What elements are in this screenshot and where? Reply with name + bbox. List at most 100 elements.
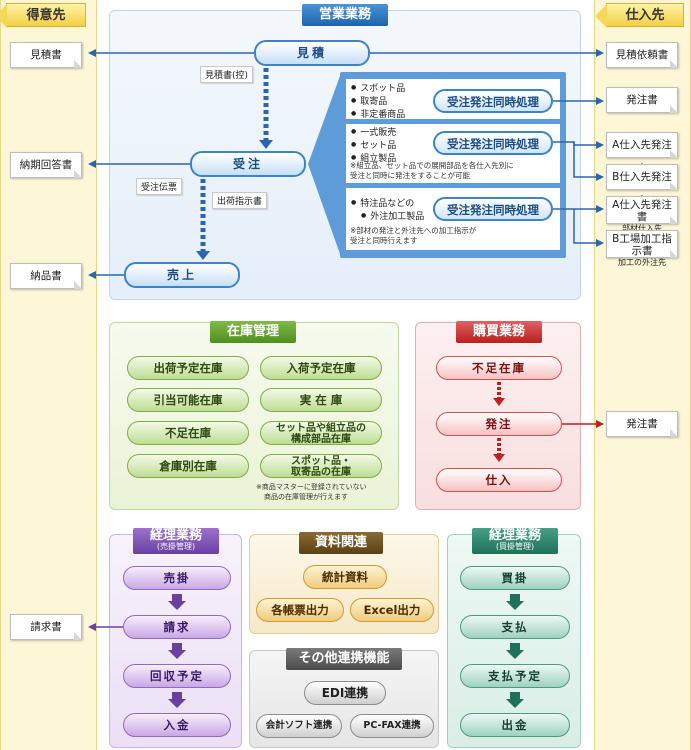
supplier-doc-po: 発注書 (606, 87, 678, 113)
customer-doc-invoice: 請求書 (10, 614, 82, 640)
flow-order-to-purchase-head (493, 454, 505, 462)
inventory-scheduled-arrival[interactable]: 入荷予定在庫 (260, 356, 382, 380)
set-parts-line: セット品や組立品の (276, 423, 366, 434)
accounting-ar-title: 経理業務 (売掛管理) (133, 528, 219, 554)
inventory-note: ※商品マスターに登録されていない 商品の在庫管理が行えます (256, 482, 367, 502)
customer-column-header: 得意先 (0, 3, 86, 28)
ap-withdrawal[interactable]: 出金 (460, 713, 570, 737)
ap-payment-plan[interactable]: 支払予定 (460, 664, 570, 688)
group3-note-line: 受注と同時行えます (350, 236, 418, 245)
inventory-scheduled-shipping[interactable]: 出荷予定在庫 (127, 356, 249, 380)
group3-items: 特注品などの 外注加工製品 (351, 197, 424, 223)
ap-arrow-2 (506, 643, 524, 659)
accounting-ap-subtitle: (買掛管理) (495, 542, 535, 551)
sync-button-3[interactable]: 受注発注同時処理 (433, 197, 553, 221)
group2-note-line: 受注と同時に発注をすることが可能 (350, 171, 470, 180)
accounting-ap-title: 経理業務 (買掛管理) (472, 528, 558, 554)
customer-doc-delivery-note: 納品書 (10, 263, 82, 289)
inventory-spot[interactable]: スポット品・ 取寄品の在庫 (260, 454, 382, 478)
ar-deposit[interactable]: 入金 (123, 713, 231, 737)
flow-shortage-to-order-head (493, 398, 505, 406)
purchasing-purchase[interactable]: 仕入 (436, 468, 562, 492)
estimate-button[interactable]: 見積 (254, 40, 370, 66)
factory-main: B工場加工指示書 (612, 233, 672, 257)
ap-arrow-3 (506, 692, 524, 708)
purchasing-order[interactable]: 発注 (436, 412, 562, 436)
group2-item: セット品 (351, 139, 396, 152)
customer-doc-delivery-reply: 納期回答書 (10, 152, 82, 178)
excel-output-button[interactable]: Excel出力 (350, 598, 434, 622)
sales-title: 営業業務 (302, 4, 388, 26)
order-slip-label: 受注伝票 (136, 178, 183, 195)
inventory-shortage[interactable]: 不足在庫 (127, 421, 249, 445)
sale-button[interactable]: 売上 (124, 262, 240, 288)
flow-estimate-to-order-head (259, 140, 273, 149)
set-parts-line: 構成部品在庫 (291, 434, 351, 445)
ap-arrow-1 (506, 594, 524, 610)
factory-sub: 加工の外注先 (618, 258, 666, 267)
supplier-header-label: 仕入先 (625, 8, 665, 23)
group1-item: 非定番商品 (351, 108, 405, 121)
inventory-set-parts[interactable]: セット品や組立品の 構成部品在庫 (260, 421, 382, 445)
purchasing-title: 購買業務 (456, 321, 542, 343)
purchasing-shortage[interactable]: 不足在庫 (436, 356, 562, 380)
sync-button-2[interactable]: 受注発注同時処理 (433, 131, 553, 155)
inventory-actual[interactable]: 実 在 庫 (260, 388, 382, 412)
arrow-sync2-to-po-a (553, 141, 604, 149)
supplier-doc-quote-request: 見積依頼書 (606, 42, 678, 68)
documents-title: 資料関連 (299, 532, 383, 554)
ar-receivable[interactable]: 売掛 (123, 566, 231, 590)
sync-button-1[interactable]: 受注発注同時処理 (433, 89, 553, 113)
supplier-doc-po-2: 発注書 (606, 411, 678, 437)
inventory-note-line: ※商品マスターに登録されていない (256, 483, 367, 491)
group2-note-line: ※組立品、セット品での展開部品を各仕入先別に (350, 161, 514, 170)
ap-payable[interactable]: 買掛 (460, 566, 570, 590)
group1-item: スポット品 (351, 82, 405, 95)
ar-collection-plan[interactable]: 回収予定 (123, 664, 231, 688)
arrow-sync2-to-po-b (573, 142, 604, 181)
edi-button[interactable]: EDI連携 (304, 681, 386, 705)
accounting-ar-subtitle: (売掛管理) (156, 542, 196, 551)
group2-note: ※組立品、セット品での展開部品を各仕入先別に 受注と同時に発注をすることが可能 (350, 161, 514, 181)
customer-doc-quote: 見積書 (10, 42, 82, 68)
shipping-instruction-label: 出荷指示書 (212, 192, 268, 209)
inventory-by-warehouse[interactable]: 倉庫別在庫 (127, 454, 249, 478)
arrow-sync3-to-factory (573, 209, 604, 247)
statistics-button[interactable]: 統計資料 (303, 565, 387, 589)
po-a-parts-main: A仕入先発注書 (612, 199, 672, 223)
form-output-button[interactable]: 各帳票出力 (256, 598, 344, 622)
group2-items: 一式販売 セット品 組立製品 (351, 126, 396, 165)
pcfax-button[interactable]: PC-FAX連携 (350, 714, 434, 738)
accounting-ap-title-text: 経理業務 (488, 528, 541, 543)
ap-payment[interactable]: 支払 (460, 615, 570, 639)
group1-item: 取寄品 (351, 95, 405, 108)
group3-note: ※部材の発注と外注先への加工指示が 受注と同時行えます (350, 226, 476, 246)
accounting-ar-title-text: 経理業務 (149, 528, 202, 543)
order-button[interactable]: 受注 (190, 151, 306, 177)
po-a-parts-sub: 部材仕入先 (622, 224, 662, 233)
group3-item: 特注品などの (351, 197, 424, 210)
supplier-doc-po-a-parts: A仕入先発注書 部材仕入先 (606, 196, 678, 233)
flow-order-to-sale-head (196, 251, 210, 260)
group2-item: 一式販売 (351, 126, 396, 139)
supplier-doc-factory: B工場加工指示書 加工の外注先 (606, 230, 678, 267)
estimate-copy-label: 見積書(控) (200, 66, 254, 83)
ar-invoice[interactable]: 請求 (123, 615, 231, 639)
customer-header-label: 得意先 (26, 8, 66, 23)
accounting-software-button[interactable]: 会計ソフト連携 (256, 714, 342, 738)
spot-line: 取寄品の在庫 (291, 467, 351, 478)
inventory-panel (109, 322, 399, 510)
supplier-column-header: 仕入先 (595, 3, 684, 28)
group3-item-text: 外注加工製品 (370, 212, 425, 222)
inventory-note-line: 商品の在庫管理が行えます (264, 493, 348, 501)
inventory-allocatable[interactable]: 引当可能在庫 (127, 388, 249, 412)
group1-items: スポット品 取寄品 非定番商品 (351, 82, 405, 121)
group3-note-line: ※部材の発注と外注先への加工指示が (350, 226, 477, 235)
spot-line: スポット品・ (291, 456, 351, 467)
inventory-title: 在庫管理 (210, 321, 296, 343)
supplier-column (594, 0, 691, 750)
group3-item: 外注加工製品 (351, 210, 424, 223)
group2-item: 組立製品 (351, 152, 396, 165)
ar-arrow-2 (168, 643, 186, 659)
ar-arrow-3 (168, 692, 186, 708)
